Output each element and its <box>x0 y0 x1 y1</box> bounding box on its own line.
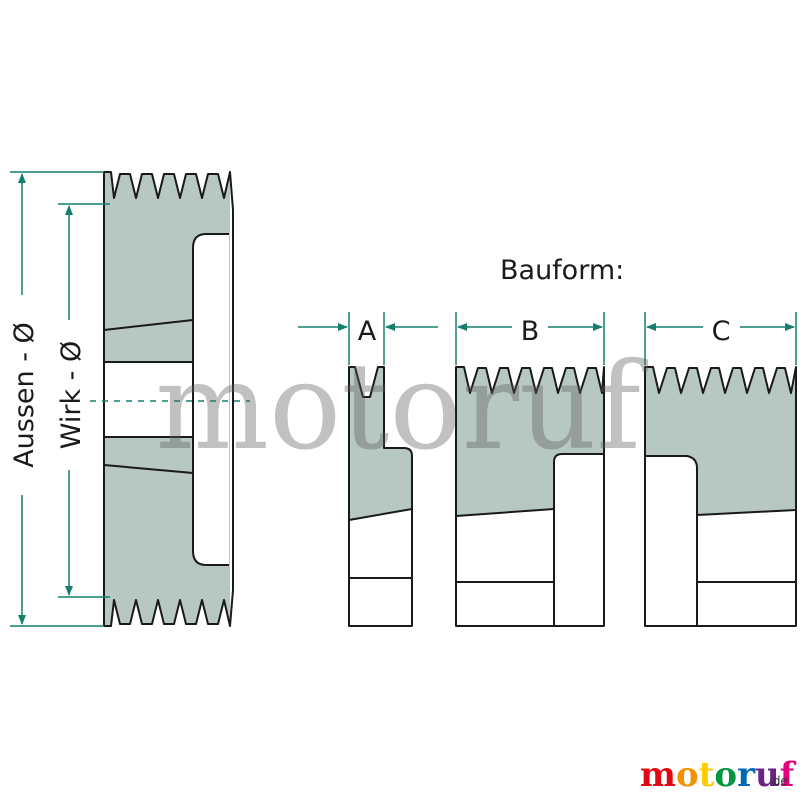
form-c-dimension <box>644 312 797 365</box>
bauform-title: Bauform: <box>500 255 624 286</box>
motoruf-logo: motoruf .de <box>640 755 797 795</box>
dimension-lines-left <box>10 171 250 627</box>
form-c-section <box>644 366 797 627</box>
logo-letter: r <box>737 755 756 795</box>
logo-letter: o <box>676 755 699 795</box>
form-b-dimension <box>455 312 605 365</box>
form-c-outline <box>644 366 797 627</box>
form-a-label: A <box>358 316 377 347</box>
logo-letter: t <box>699 755 715 795</box>
effective-diameter-label: Wirk - Ø <box>56 341 87 450</box>
logo-letter: u <box>755 755 780 795</box>
logo-letter: o <box>714 755 737 795</box>
form-b-shading <box>456 367 604 516</box>
outer-diameter-label: Aussen - Ø <box>9 322 40 468</box>
form-a-dimension <box>298 312 438 365</box>
logo-letter: m <box>640 755 676 795</box>
logo-letter: f <box>780 755 797 795</box>
watermark-text: motoruf <box>155 338 648 477</box>
pulley-cross-section <box>103 171 234 627</box>
form-a-outline <box>348 366 413 627</box>
form-b-outline <box>455 366 605 627</box>
form-a-section <box>348 366 413 627</box>
form-b-label: B <box>521 316 540 347</box>
pulley-recess-outline <box>192 233 229 566</box>
pulley-outline <box>103 171 234 627</box>
logo-suffix: .de <box>769 774 788 788</box>
pulley-recess-white <box>193 234 229 565</box>
form-c-label: C <box>712 316 731 347</box>
keyway-line-lower <box>103 464 194 474</box>
logo-wordmark: motoruf <box>640 755 797 795</box>
form-a-shading <box>349 367 412 520</box>
form-b-section <box>455 366 605 627</box>
keyway-line-upper <box>103 319 194 331</box>
form-c-shading <box>645 367 796 515</box>
bore-white <box>104 362 193 437</box>
